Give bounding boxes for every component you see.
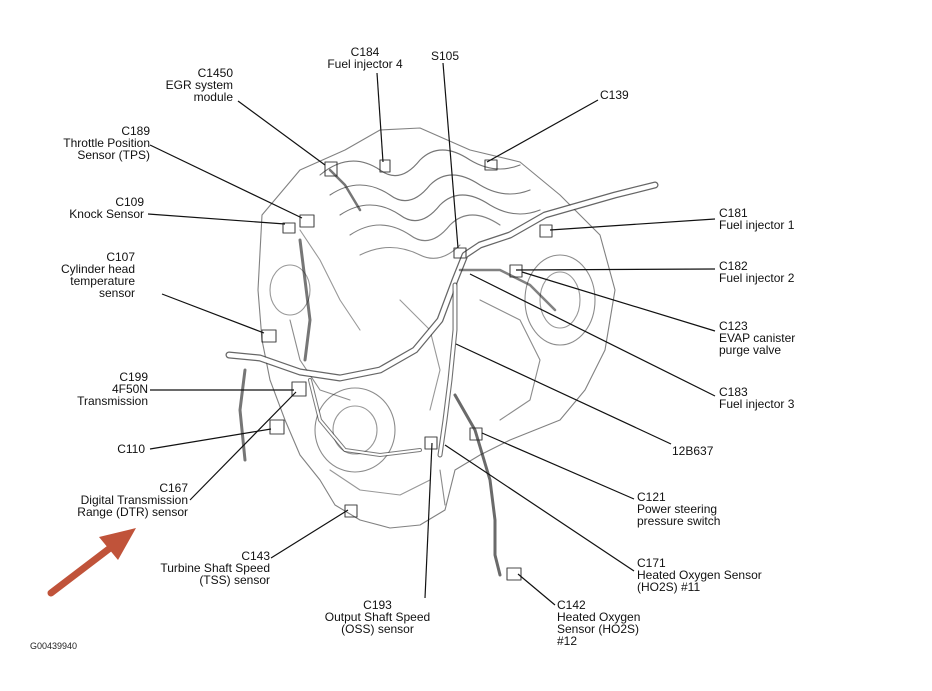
callout-c110: C110 [117, 442, 145, 456]
callout-s105: S105 [430, 49, 460, 63]
highlight-arrow [47, 528, 136, 597]
figure-id: G00439940 [30, 641, 78, 651]
callout-c139: C139 [600, 88, 629, 102]
callout-12b637: 12B637 [672, 444, 714, 458]
